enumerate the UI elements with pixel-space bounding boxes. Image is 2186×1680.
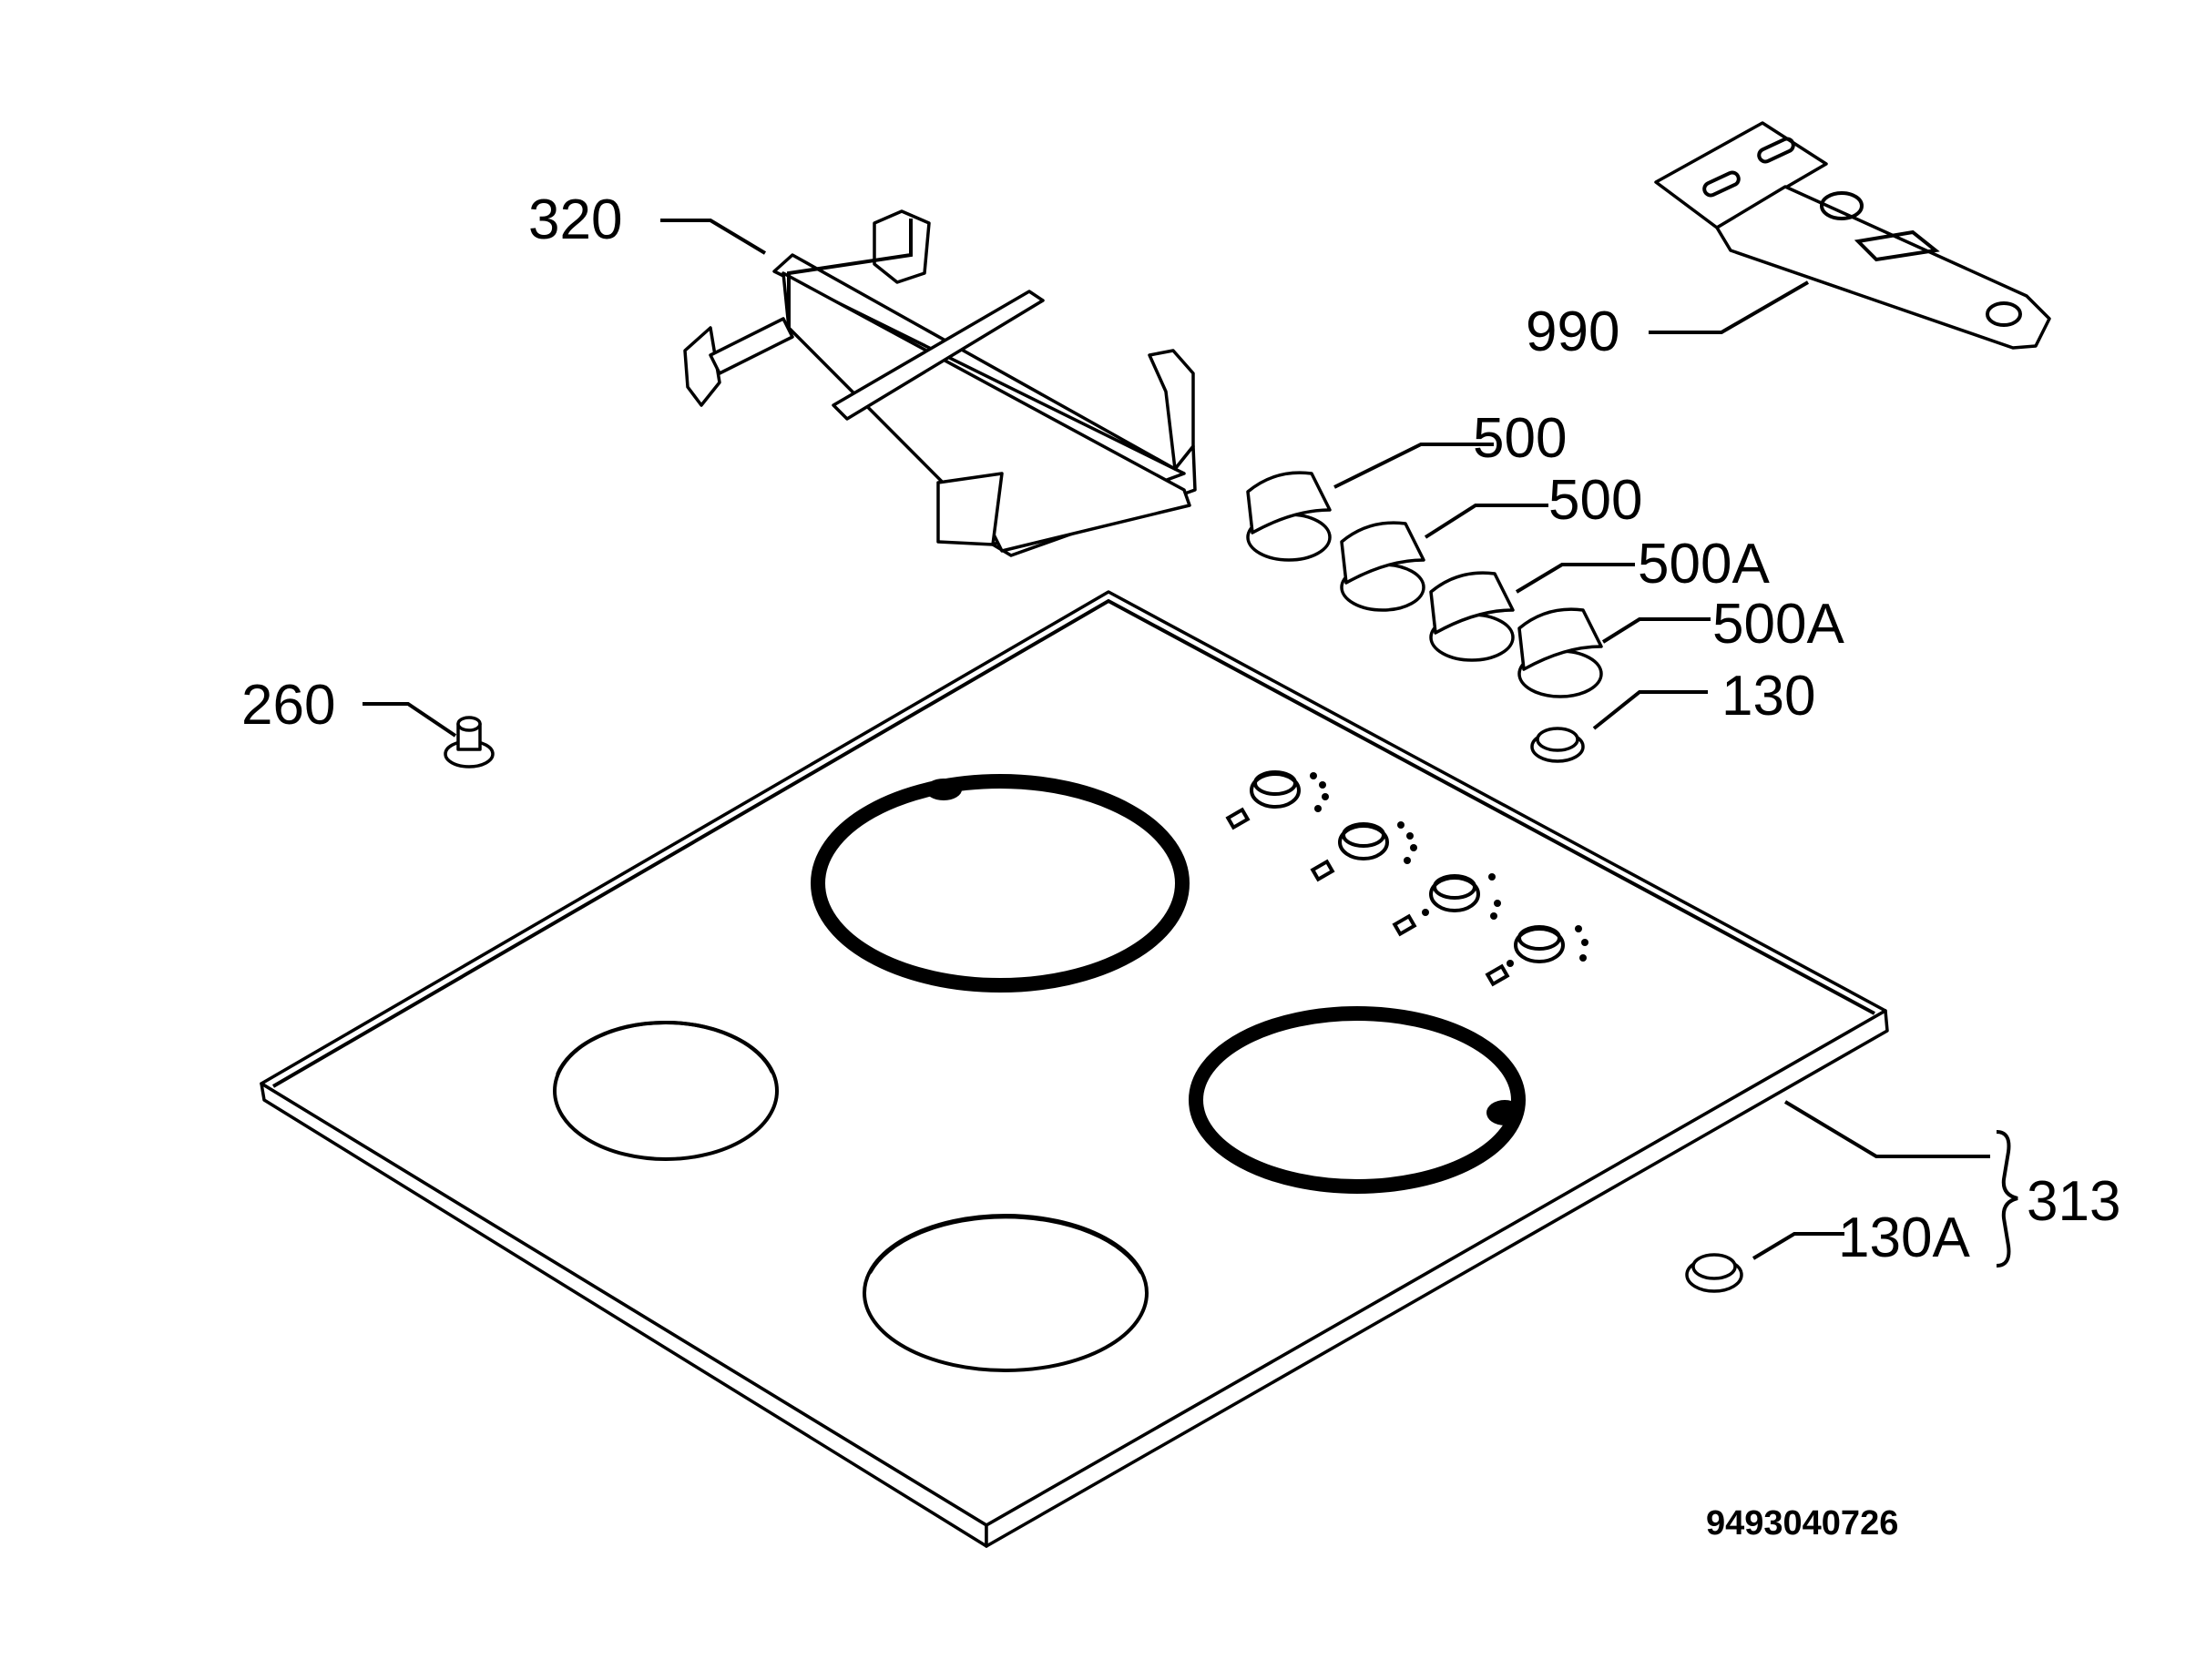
- scraper: [1654, 121, 2051, 350]
- knob-seat-1: [1225, 770, 1329, 830]
- label-130: 130: [1721, 665, 1815, 728]
- cooking-zone-rear-right: [1189, 1006, 1526, 1194]
- label-500a-1: 500A: [1638, 533, 1770, 596]
- pan-support-grid: [683, 209, 1197, 557]
- label-500-2: 500: [1548, 469, 1642, 532]
- screw-260: [444, 716, 495, 769]
- knob-seat-3: [1392, 873, 1501, 937]
- label-500a-2: 500A: [1712, 593, 1844, 656]
- label-313: 313: [2027, 1170, 2120, 1233]
- control-knob-2: [1340, 521, 1425, 612]
- control-knob-1: [1246, 471, 1332, 562]
- seal-130a: [1685, 1253, 1743, 1293]
- label-500-1: 500: [1473, 407, 1567, 470]
- knob-seat-2: [1310, 821, 1417, 882]
- label-130a: 130A: [1838, 1207, 1970, 1269]
- control-knob-4: [1517, 607, 1603, 698]
- ceramic-hob-panel: [260, 590, 1889, 1548]
- cooking-zone-rear-left: [811, 774, 1190, 993]
- document-number: 9493040726: [1706, 1504, 1898, 1543]
- label-990: 990: [1526, 300, 1619, 363]
- seal-130: [1530, 727, 1585, 763]
- cooking-zone-front-right: [863, 1214, 1149, 1372]
- assembly-brace: [1996, 1130, 2018, 1268]
- label-260: 260: [241, 674, 335, 737]
- cooking-zone-front-left: [553, 1021, 779, 1161]
- control-knob-3: [1429, 571, 1515, 662]
- knob-seat-4: [1485, 925, 1588, 987]
- label-320: 320: [528, 188, 622, 251]
- leader-lines: [363, 219, 1990, 1260]
